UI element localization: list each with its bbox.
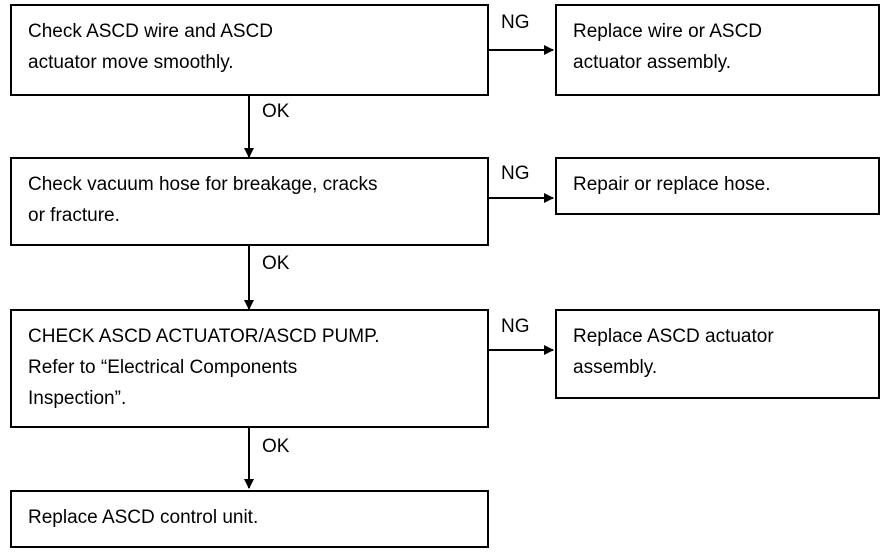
ng-label-1: NG bbox=[501, 12, 530, 33]
check-text-3: CHECK ASCD ACTUATOR/ASCD PUMP. Refer to … bbox=[28, 326, 380, 409]
ng-action-box-2: Repair or replace hose. bbox=[555, 157, 880, 215]
final-action-text: Replace ASCD control unit. bbox=[28, 507, 259, 528]
ng-label-2: NG bbox=[501, 163, 530, 184]
ng-label-3: NG bbox=[501, 316, 530, 337]
ng-action-box-1: Replace wire or ASCD actuator assembly. bbox=[555, 4, 880, 96]
ng-action-box-3: Replace ASCD actuator assembly. bbox=[555, 309, 880, 399]
ok-label-1: OK bbox=[262, 101, 290, 122]
ok-label-2: OK bbox=[262, 253, 290, 274]
check-text-1: Check ASCD wire and ASCD actuator move s… bbox=[28, 21, 273, 73]
ok-label-3: OK bbox=[262, 436, 290, 457]
ng-action-text-3: Replace ASCD actuator assembly. bbox=[573, 326, 774, 378]
check-box-3: CHECK ASCD ACTUATOR/ASCD PUMP. Refer to … bbox=[10, 309, 489, 428]
ng-action-text-1: Replace wire or ASCD actuator assembly. bbox=[573, 21, 763, 73]
check-text-2: Check vacuum hose for breakage, cracks o… bbox=[28, 174, 378, 226]
check-box-1: Check ASCD wire and ASCD actuator move s… bbox=[10, 4, 489, 96]
final-action-box: Replace ASCD control unit. bbox=[10, 490, 489, 548]
ng-action-text-2: Repair or replace hose. bbox=[573, 174, 771, 195]
check-box-2: Check vacuum hose for breakage, cracks o… bbox=[10, 157, 489, 246]
